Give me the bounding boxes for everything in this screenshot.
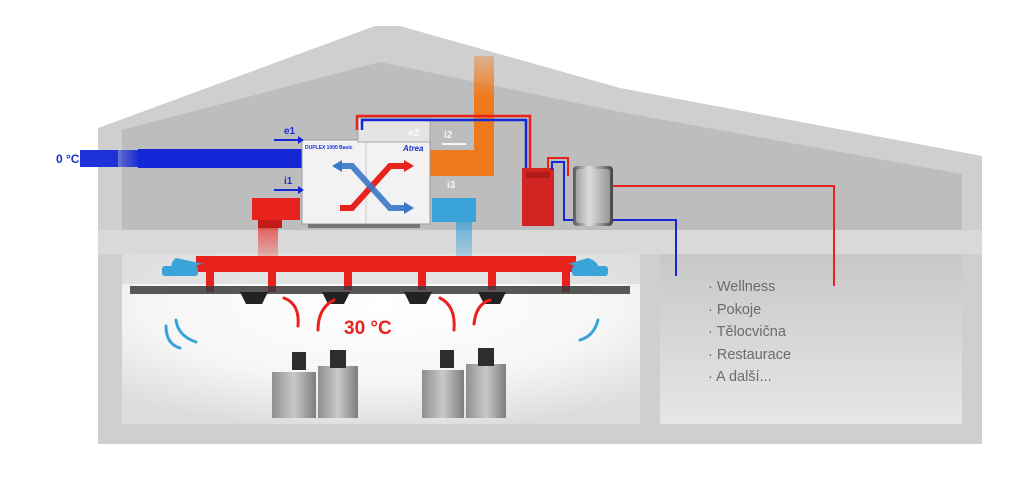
indoor-temperature-label: 30 °C [344, 318, 392, 339]
room-item-pokoje: · Pokoje [708, 301, 762, 318]
port-e2-label: e2 [408, 128, 420, 139]
room-item-restaurace: · Restaurace [708, 346, 792, 363]
port-i3-label: i3 [447, 180, 456, 191]
heat-recovery-unit [301, 117, 431, 228]
kitchen-duct-system [162, 256, 608, 292]
heating-pipe-to-room-red [613, 185, 835, 286]
heating-pipe-to-room-blue [613, 219, 677, 276]
heating-pipe-red [355, 114, 532, 168]
fresh-air-intake-duct [80, 150, 118, 167]
port-arrows [274, 136, 466, 194]
air-flow-arrow-icon [164, 296, 600, 350]
supply-fan [252, 198, 300, 220]
served-rooms-list: · Wellness · Pokoje · Tělocvična · Resta… [708, 276, 791, 389]
room-item-telocvicna: · Tělocvična [708, 324, 786, 341]
unit-brand-logo: Atrea [403, 144, 424, 153]
port-i1-label: i1 [284, 176, 293, 187]
floor-slab [98, 230, 982, 254]
ceiling-hood [130, 286, 630, 294]
unit-model-label: DUPLEX 1000 Basic [305, 145, 353, 151]
room-item-wellness: · Wellness [708, 279, 776, 295]
heating-pipe-blue [360, 118, 528, 168]
boiler-icon [522, 168, 554, 226]
ceiling-diffusers [240, 292, 506, 304]
port-i2-label: i2 [444, 130, 453, 141]
outside-temperature-label: 0 °C [56, 152, 80, 166]
water-tank-icon [573, 166, 613, 226]
supply-riser [258, 228, 278, 256]
cooking-appliance-icon [272, 348, 506, 418]
heat-exchanger-icon [332, 160, 414, 214]
extract-riser [456, 222, 472, 256]
port-e1-label: e1 [284, 126, 296, 137]
other-room [660, 254, 962, 424]
room-item-a-dalsi: · A další... [708, 369, 772, 386]
extract-fan [432, 198, 476, 222]
